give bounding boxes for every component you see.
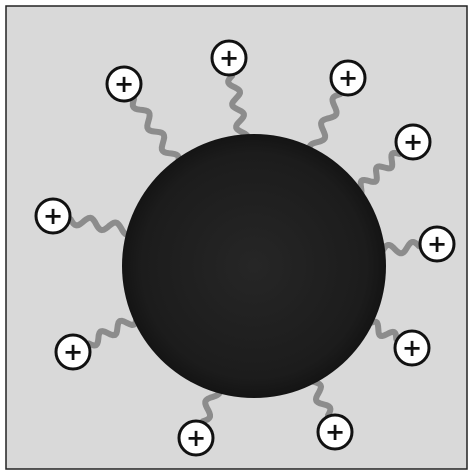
charge-symbol: + (403, 128, 423, 156)
charge-symbol: + (219, 44, 239, 72)
ligand-10-head: + (395, 331, 429, 365)
charge-symbol: + (325, 418, 345, 446)
ligand-6-head: + (420, 227, 454, 261)
ligand-5-head: + (36, 199, 70, 233)
charge-symbol: + (186, 424, 206, 452)
charge-symbol: + (427, 230, 447, 258)
ligand-7-head: + (56, 335, 90, 369)
charge-symbol: + (63, 338, 83, 366)
ligand-9-head: + (318, 415, 352, 449)
ligand-1-head: + (107, 67, 141, 101)
charge-symbol: + (43, 202, 63, 230)
particle-core (122, 134, 386, 398)
charge-symbol: + (402, 334, 422, 362)
ligand-8-head: + (179, 421, 213, 455)
charge-symbol: + (338, 64, 358, 92)
ligand-4-head: + (396, 125, 430, 159)
charge-symbol: + (114, 70, 134, 98)
ligand-2-head: + (212, 41, 246, 75)
ligand-3-head: + (331, 61, 365, 95)
